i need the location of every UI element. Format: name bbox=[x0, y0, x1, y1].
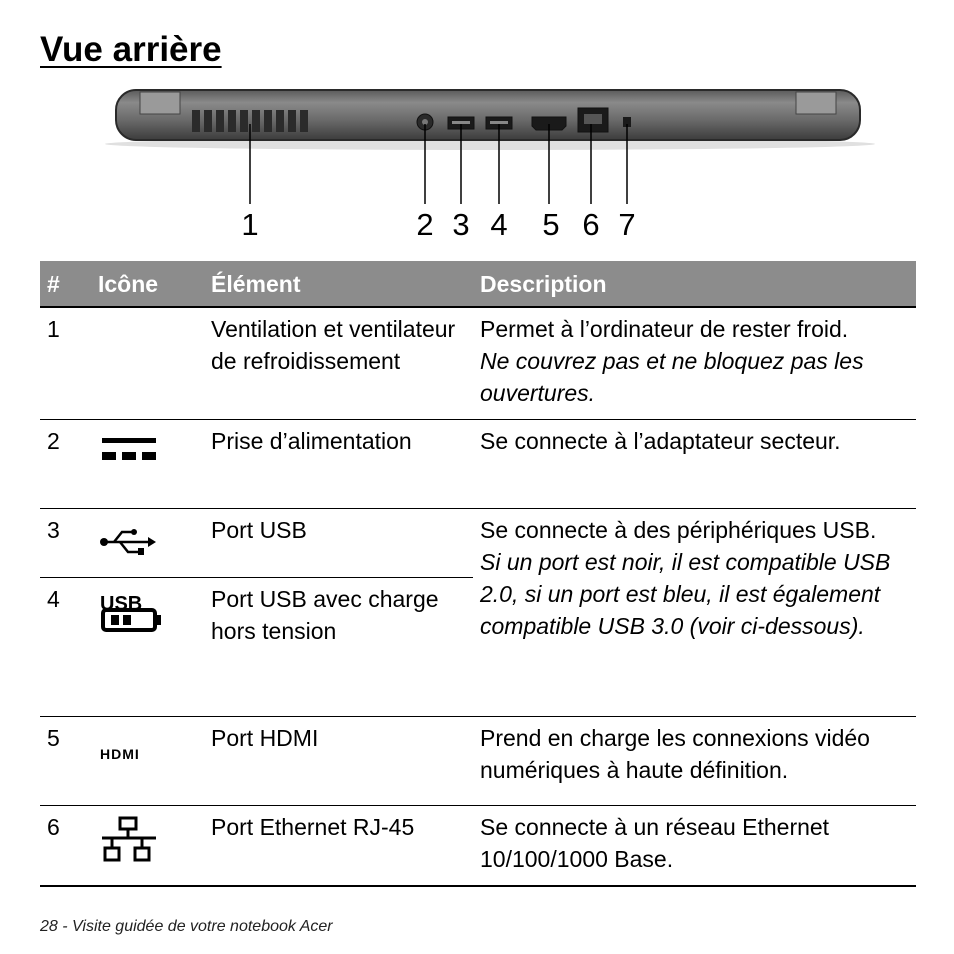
row-number: 4 bbox=[47, 586, 60, 612]
vent-slots bbox=[192, 110, 308, 132]
hdmi-icon: HDMI bbox=[100, 746, 140, 762]
callout-4: 4 bbox=[490, 207, 508, 242]
row-icon bbox=[91, 509, 204, 578]
callout-lines bbox=[249, 124, 628, 204]
table-header-row: # Icône Élément Description bbox=[40, 261, 916, 307]
callout-2: 2 bbox=[416, 207, 434, 242]
row-description: Prend en charge les connexions vidéo num… bbox=[480, 725, 870, 783]
row-number: 5 bbox=[47, 725, 60, 751]
row-description: Se connecte à l’adaptateur secteur. bbox=[480, 428, 841, 454]
usb-charge-icon: USB bbox=[100, 593, 161, 632]
row-description: Permet à l’ordinateur de rester froid. N… bbox=[473, 307, 916, 420]
description-note: Si un port est noir, il est compatible U… bbox=[480, 549, 891, 639]
callout-3: 3 bbox=[452, 207, 470, 242]
table-row: 6 Port Ethernet RJ-45 Se connecte à un r… bbox=[40, 806, 916, 887]
callout-1: 1 bbox=[241, 207, 259, 242]
row-element: Port HDMI bbox=[211, 725, 319, 751]
table-row: 2 Prise d’alimentation Se connecte à l’a… bbox=[40, 420, 916, 509]
row-element: Port USB bbox=[211, 517, 307, 543]
header-number: # bbox=[40, 261, 91, 307]
header-icon: Icône bbox=[91, 261, 204, 307]
hdmi-icon-text: HDMI bbox=[100, 746, 140, 762]
row-number: 2 bbox=[47, 428, 60, 454]
callout-6: 6 bbox=[582, 207, 600, 242]
callout-5: 5 bbox=[542, 207, 560, 242]
table-row: 5 HDMI Port HDMI Prend en charge les con… bbox=[40, 717, 916, 806]
header-description: Description bbox=[473, 261, 916, 307]
laptop-rear-view-illustration bbox=[105, 89, 875, 204]
row-element: Port USB avec charge hors tension bbox=[211, 586, 439, 644]
row-icon: USB bbox=[91, 578, 204, 717]
table-row: 3 Port USB Se connecte à des périphériqu… bbox=[40, 508, 916, 717]
description-text: Permet à l’ordinateur de rester froid. bbox=[480, 316, 849, 342]
row-icon-empty bbox=[91, 307, 204, 420]
page-title: Vue arrière bbox=[40, 30, 222, 69]
row-number: 1 bbox=[47, 316, 60, 342]
row-icon bbox=[91, 806, 204, 887]
dc-power-icon bbox=[102, 438, 156, 460]
callout-7: 7 bbox=[618, 207, 636, 242]
row-icon: HDMI bbox=[91, 717, 204, 806]
table-row: 1 Ventilation et ventilateur de refroidi… bbox=[40, 307, 916, 420]
page-footer: 28 - Visite guidée de votre notebook Ace… bbox=[40, 918, 333, 935]
usb-icon bbox=[100, 529, 156, 555]
ethernet-icon bbox=[102, 816, 156, 862]
row-description-shared: Se connecte à des périphériques USB. Si … bbox=[473, 508, 916, 717]
row-icon bbox=[91, 420, 204, 509]
row-number: 3 bbox=[47, 517, 60, 543]
row-element: Port Ethernet RJ-45 bbox=[211, 814, 415, 840]
row-element: Prise d’alimentation bbox=[211, 428, 412, 454]
rear-view-components-table: # Icône Élément Description 1 Ventilatio… bbox=[40, 261, 916, 887]
row-description: Se connecte à un réseau Ethernet 10/100/… bbox=[480, 814, 830, 872]
description-note: Ne couvrez pas et ne bloquez pas les ouv… bbox=[480, 348, 864, 406]
callout-numbers: 1 2 3 4 5 6 7 bbox=[0, 205, 954, 255]
description-text: Se connecte à des périphériques USB. bbox=[480, 517, 877, 543]
row-element: Ventilation et ventilateur de refroidiss… bbox=[211, 316, 456, 374]
row-number: 6 bbox=[47, 814, 60, 840]
header-element: Élément bbox=[204, 261, 473, 307]
